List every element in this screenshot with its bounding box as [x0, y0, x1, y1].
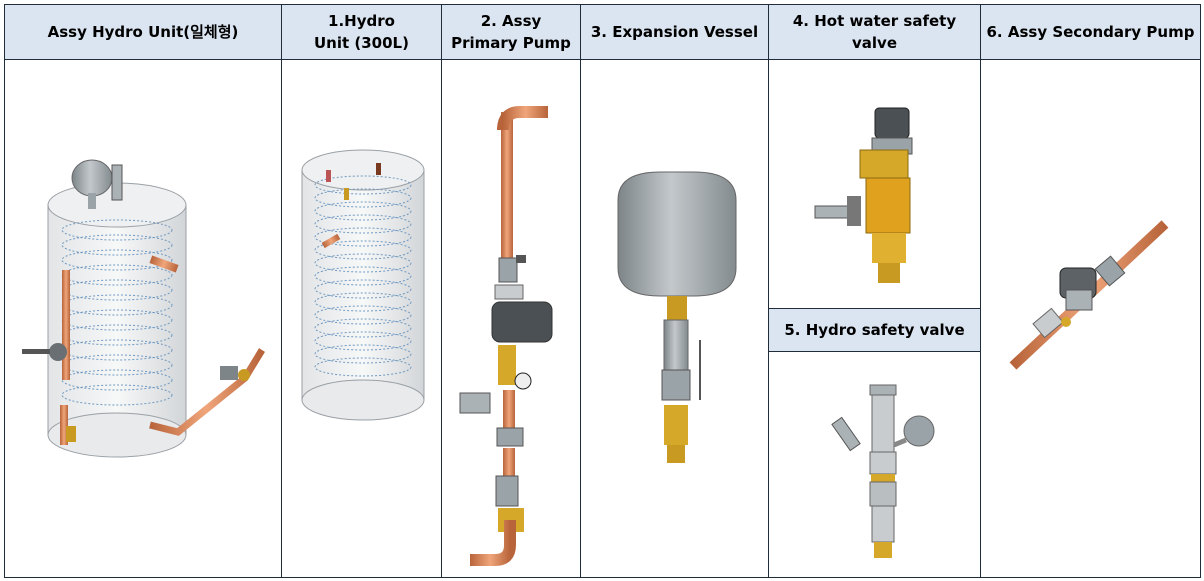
- header-label: 4. Hot water safety valve: [792, 12, 957, 52]
- header-label: Assy Hydro Unit(일체형): [47, 23, 239, 41]
- header-label: 5. Hydro safety valve: [784, 321, 965, 339]
- header-expansion-vessel: 3. Expansion Vessel: [580, 4, 769, 60]
- header-assy-hydro-unit: Assy Hydro Unit(일체형): [4, 4, 282, 60]
- header-hydro-unit: 1.Hydro Unit (300L): [281, 4, 442, 60]
- header-label: 1.Hydro Unit (300L): [314, 12, 409, 52]
- header-label: 3. Expansion Vessel: [590, 23, 759, 41]
- cell-secondary-pump: [980, 59, 1201, 578]
- header-hot-water-valve: 4. Hot water safety valve: [768, 4, 981, 60]
- header-hydro-safety-valve: 5. Hydro safety valve: [768, 308, 981, 352]
- header-label: 6. Assy Secondary Pump: [986, 23, 1195, 41]
- header-label: 2. Assy Primary Pump: [451, 12, 571, 52]
